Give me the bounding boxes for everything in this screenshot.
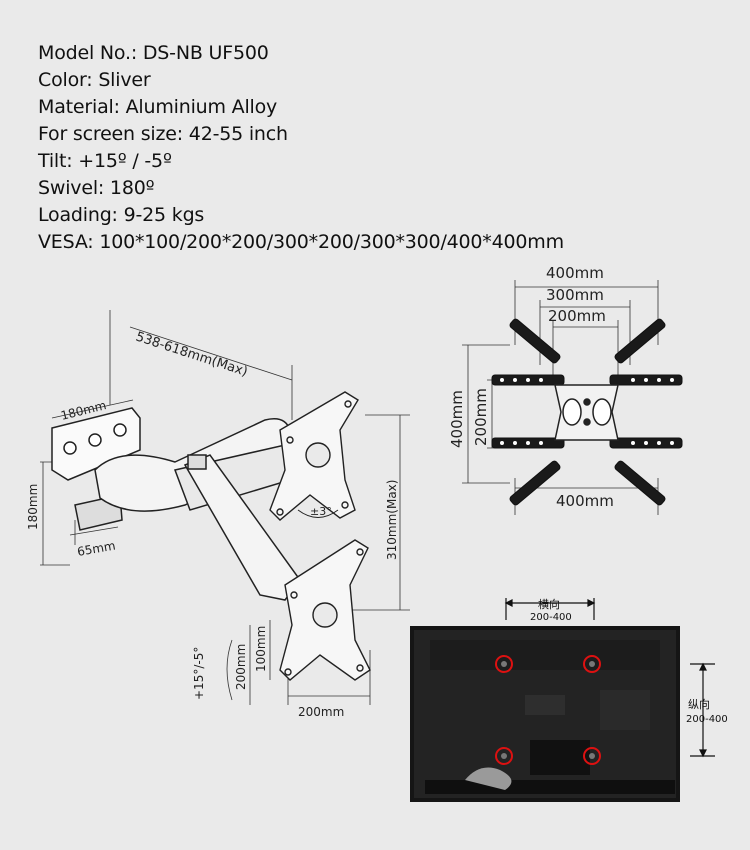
tilt-label: +15°/-5° — [192, 647, 206, 700]
vesa-height-200-label: 200mm — [234, 644, 248, 690]
spec-list: Model No.: DS-NB UF500 Color: Sliver Mat… — [38, 40, 564, 256]
spec-screen-size: For screen size: 42-55 inch — [38, 123, 288, 145]
vesa-height-100-label: 100mm — [254, 626, 268, 672]
top-400-label: 400mm — [546, 264, 604, 282]
wall-plate — [51, 407, 141, 531]
top-200-label: 200mm — [548, 307, 606, 325]
spec-material: Material: Aluminium Alloy — [38, 96, 278, 118]
upper-vesa-bracket — [269, 391, 359, 521]
depth-label: 65mm — [76, 538, 117, 558]
horizontal-range: 200-400 — [530, 612, 572, 623]
plate-height-label: 180mm — [26, 484, 40, 530]
spec-loading: Loading: 9-25 kgs — [38, 204, 205, 226]
bottom-400-label: 400mm — [556, 492, 614, 510]
lower-vesa-bracket — [279, 539, 371, 681]
spec-vesa: VESA: 100*100/200*200/300*200/300*300/40… — [38, 231, 564, 253]
vesa-width-200-label: 200mm — [298, 705, 344, 719]
spec-tilt: Tilt: +15º / -5º — [38, 150, 172, 172]
vesa-center-plate — [554, 384, 619, 441]
top-300-label: 300mm — [546, 286, 604, 304]
horizontal-label: 横向 — [538, 597, 560, 611]
spec-model: Model No.: DS-NB UF500 — [38, 42, 269, 64]
vertical-range: 200-400 — [686, 714, 728, 725]
spec-color: Color: Sliver — [38, 69, 151, 91]
rotation-label: ±3° — [310, 505, 332, 518]
spec-swivel: Swivel: 180º — [38, 177, 155, 199]
left-200-label: 200mm — [472, 388, 490, 446]
vertical-label: 纵向 — [688, 697, 710, 711]
height-max-label: 310mm(Max) — [385, 480, 399, 560]
left-400-label: 400mm — [448, 390, 466, 448]
